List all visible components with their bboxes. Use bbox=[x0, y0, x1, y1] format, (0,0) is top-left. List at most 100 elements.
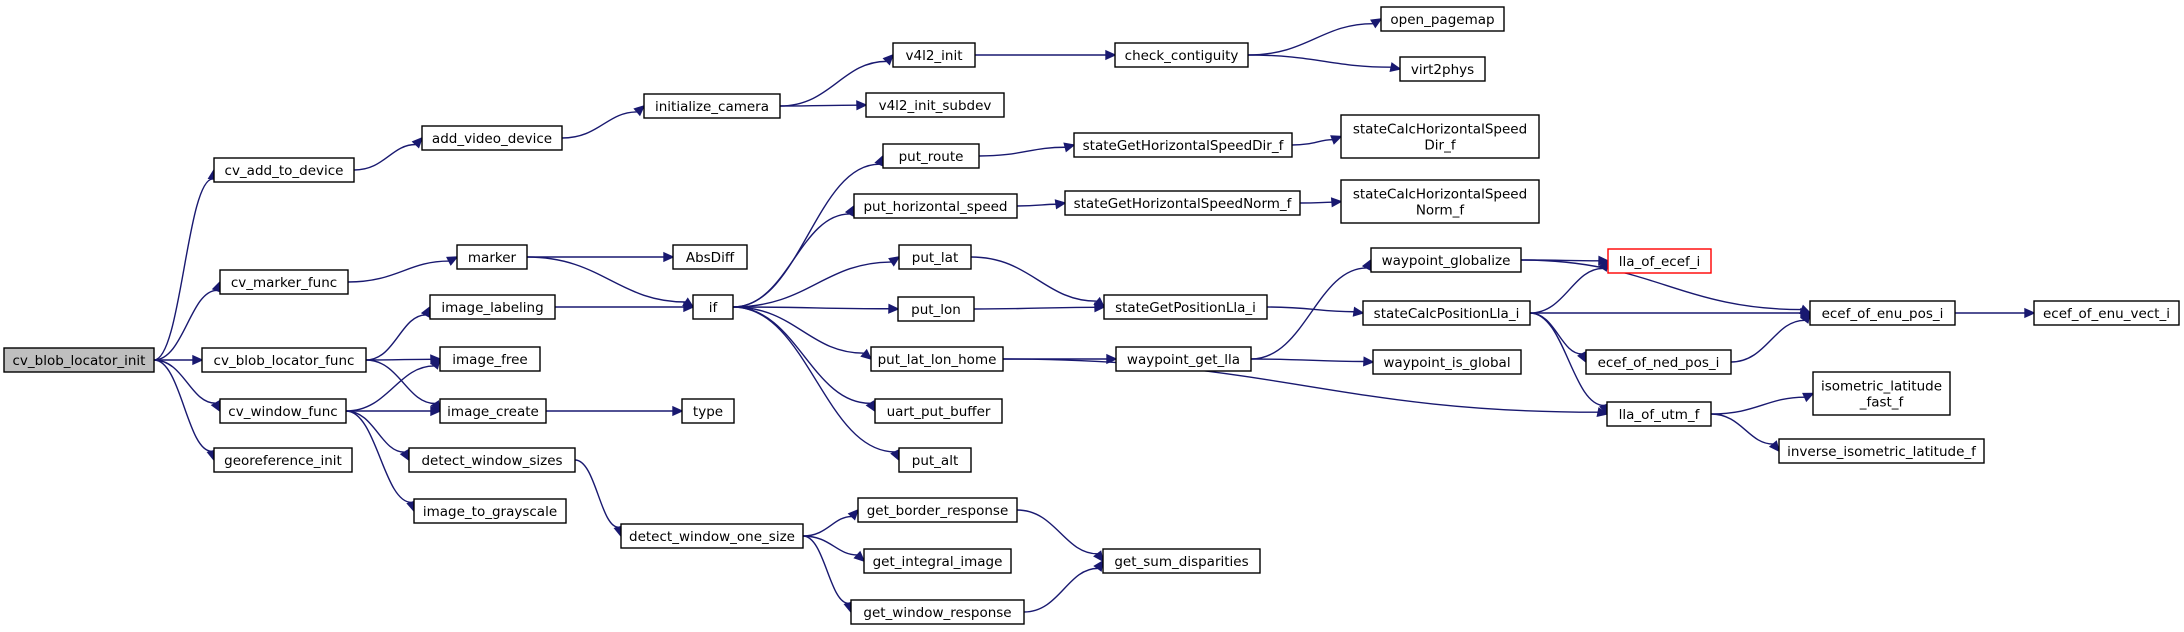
node-box[interactable] bbox=[219, 398, 347, 424]
node-box[interactable] bbox=[1340, 179, 1540, 224]
node-put-lat[interactable]: put_lat bbox=[898, 244, 972, 270]
node-box[interactable] bbox=[1340, 114, 1540, 159]
node-box[interactable] bbox=[865, 92, 1005, 118]
node-box[interactable] bbox=[898, 447, 972, 473]
node-box[interactable] bbox=[1115, 346, 1252, 372]
node-box[interactable] bbox=[874, 398, 1003, 424]
node-box[interactable] bbox=[897, 296, 975, 322]
node-box[interactable] bbox=[863, 548, 1012, 574]
node-cv-marker-func[interactable]: cv_marker_func bbox=[219, 269, 349, 295]
node-box[interactable] bbox=[213, 447, 353, 473]
node-box[interactable] bbox=[219, 269, 349, 295]
node-box[interactable] bbox=[201, 347, 367, 373]
node-waypoint-globalize[interactable]: waypoint_globalize bbox=[1370, 247, 1522, 273]
node-box[interactable] bbox=[1064, 190, 1301, 216]
node-isometric-latitude-fast-f[interactable]: isometric_latitude_fast_f bbox=[1812, 371, 1951, 416]
node-detect-window-one-size[interactable]: detect_window_one_size bbox=[620, 523, 804, 549]
node-box[interactable] bbox=[692, 294, 734, 320]
node-put-route[interactable]: put_route bbox=[882, 143, 980, 169]
node-image-free[interactable]: image_free bbox=[439, 346, 541, 372]
node-box[interactable] bbox=[892, 42, 976, 68]
node-image-create[interactable]: image_create bbox=[439, 398, 547, 424]
node-get-integral-image[interactable]: get_integral_image bbox=[863, 548, 1012, 574]
node-box[interactable] bbox=[853, 193, 1018, 219]
node-put-alt[interactable]: put_alt bbox=[898, 447, 972, 473]
node-type[interactable]: type bbox=[681, 398, 735, 424]
node-get-window-response[interactable]: get_window_response bbox=[850, 599, 1025, 625]
node-virt2phys[interactable]: virt2phys bbox=[1399, 56, 1486, 82]
node-box[interactable] bbox=[1073, 132, 1293, 158]
node-box[interactable] bbox=[1114, 42, 1249, 68]
node-lla-of-ecef-i[interactable]: lla_of_ecef_i bbox=[1607, 248, 1712, 274]
node-waypoint-get-lla[interactable]: waypoint_get_lla bbox=[1115, 346, 1252, 372]
node-box[interactable] bbox=[1102, 548, 1261, 574]
node-box[interactable] bbox=[439, 346, 541, 372]
node-put-lat-lon-home[interactable]: put_lat_lon_home bbox=[870, 346, 1004, 372]
node-box[interactable] bbox=[1362, 300, 1531, 326]
node-box[interactable] bbox=[1778, 438, 1985, 464]
node-box[interactable] bbox=[1809, 300, 1956, 326]
node-ecef-of-enu-vect-i[interactable]: ecef_of_enu_vect_i bbox=[2033, 300, 2180, 326]
node-inverse-isometric-latitude-f[interactable]: inverse_isometric_latitude_f bbox=[1778, 438, 1985, 464]
node-lla-of-utm-f[interactable]: lla_of_utm_f bbox=[1606, 401, 1712, 427]
node-put-lon[interactable]: put_lon bbox=[897, 296, 975, 322]
node-cv-blob-locator-func[interactable]: cv_blob_locator_func bbox=[201, 347, 367, 373]
node-box[interactable] bbox=[672, 244, 748, 270]
node-box[interactable] bbox=[1585, 349, 1732, 375]
node-waypoint-is-global[interactable]: waypoint_is_global bbox=[1372, 349, 1522, 375]
node-initialize-camera[interactable]: initialize_camera bbox=[643, 93, 781, 119]
node-georeference-init[interactable]: georeference_init bbox=[213, 447, 353, 473]
node-v4l2-init[interactable]: v4l2_init bbox=[892, 42, 976, 68]
node-statecalcpositionlla-i[interactable]: stateCalcPositionLla_i bbox=[1362, 300, 1531, 326]
node-cv-window-func[interactable]: cv_window_func bbox=[219, 398, 347, 424]
node-box[interactable] bbox=[1380, 6, 1505, 32]
node-box[interactable] bbox=[850, 599, 1025, 625]
node-get-border-response[interactable]: get_border_response bbox=[857, 497, 1018, 523]
node-box[interactable] bbox=[1372, 349, 1522, 375]
node-detect-window-sizes[interactable]: detect_window_sizes bbox=[408, 447, 576, 473]
node-box[interactable] bbox=[620, 523, 804, 549]
node-box[interactable] bbox=[882, 143, 980, 169]
node-box[interactable] bbox=[413, 498, 567, 524]
node-box[interactable] bbox=[1103, 294, 1268, 320]
node-box[interactable] bbox=[3, 347, 155, 373]
node-v4l2-init-subdev[interactable]: v4l2_init_subdev bbox=[865, 92, 1005, 118]
node-box[interactable] bbox=[1370, 247, 1522, 273]
node-box[interactable] bbox=[898, 244, 972, 270]
node-box[interactable] bbox=[429, 294, 556, 320]
node-box[interactable] bbox=[439, 398, 547, 424]
node-box[interactable] bbox=[456, 244, 528, 270]
node-add-video-device[interactable]: add_video_device bbox=[421, 125, 563, 151]
node-box[interactable] bbox=[2033, 300, 2180, 326]
node-get-sum-disparities[interactable]: get_sum_disparities bbox=[1102, 548, 1261, 574]
node-marker[interactable]: marker bbox=[456, 244, 528, 270]
node-box[interactable] bbox=[1607, 248, 1712, 274]
node-box[interactable] bbox=[421, 125, 563, 151]
node-box[interactable] bbox=[643, 93, 781, 119]
node-absdiff[interactable]: AbsDiff bbox=[672, 244, 748, 270]
node-uart-put-buffer[interactable]: uart_put_buffer bbox=[874, 398, 1003, 424]
node-box[interactable] bbox=[408, 447, 576, 473]
node-box[interactable] bbox=[1399, 56, 1486, 82]
node-put-horizontal-speed[interactable]: put_horizontal_speed bbox=[853, 193, 1018, 219]
node-stategethorizontalspeeddir-f[interactable]: stateGetHorizontalSpeedDir_f bbox=[1073, 132, 1293, 158]
node-image-to-grayscale[interactable]: image_to_grayscale bbox=[413, 498, 567, 524]
node-box[interactable] bbox=[1812, 371, 1951, 416]
node-image-labeling[interactable]: image_labeling bbox=[429, 294, 556, 320]
node-check-contiguity[interactable]: check_contiguity bbox=[1114, 42, 1249, 68]
node-ecef-of-enu-pos-i[interactable]: ecef_of_enu_pos_i bbox=[1809, 300, 1956, 326]
node-box[interactable] bbox=[213, 157, 355, 183]
node-stategetpositionlla-i[interactable]: stateGetPositionLla_i bbox=[1103, 294, 1268, 320]
node-box[interactable] bbox=[1606, 401, 1712, 427]
node-box[interactable] bbox=[870, 346, 1004, 372]
node-cv-blob-locator-init[interactable]: cv_blob_locator_init bbox=[3, 347, 155, 373]
node-box[interactable] bbox=[681, 398, 735, 424]
node-stategethorizontalspeednorm-f[interactable]: stateGetHorizontalSpeedNorm_f bbox=[1064, 190, 1301, 216]
node-box[interactable] bbox=[857, 497, 1018, 523]
node-cv-add-to-device[interactable]: cv_add_to_device bbox=[213, 157, 355, 183]
node-open-pagemap[interactable]: open_pagemap bbox=[1380, 6, 1505, 32]
node-ecef-of-ned-pos-i[interactable]: ecef_of_ned_pos_i bbox=[1585, 349, 1732, 375]
node-if[interactable]: if bbox=[692, 294, 734, 320]
